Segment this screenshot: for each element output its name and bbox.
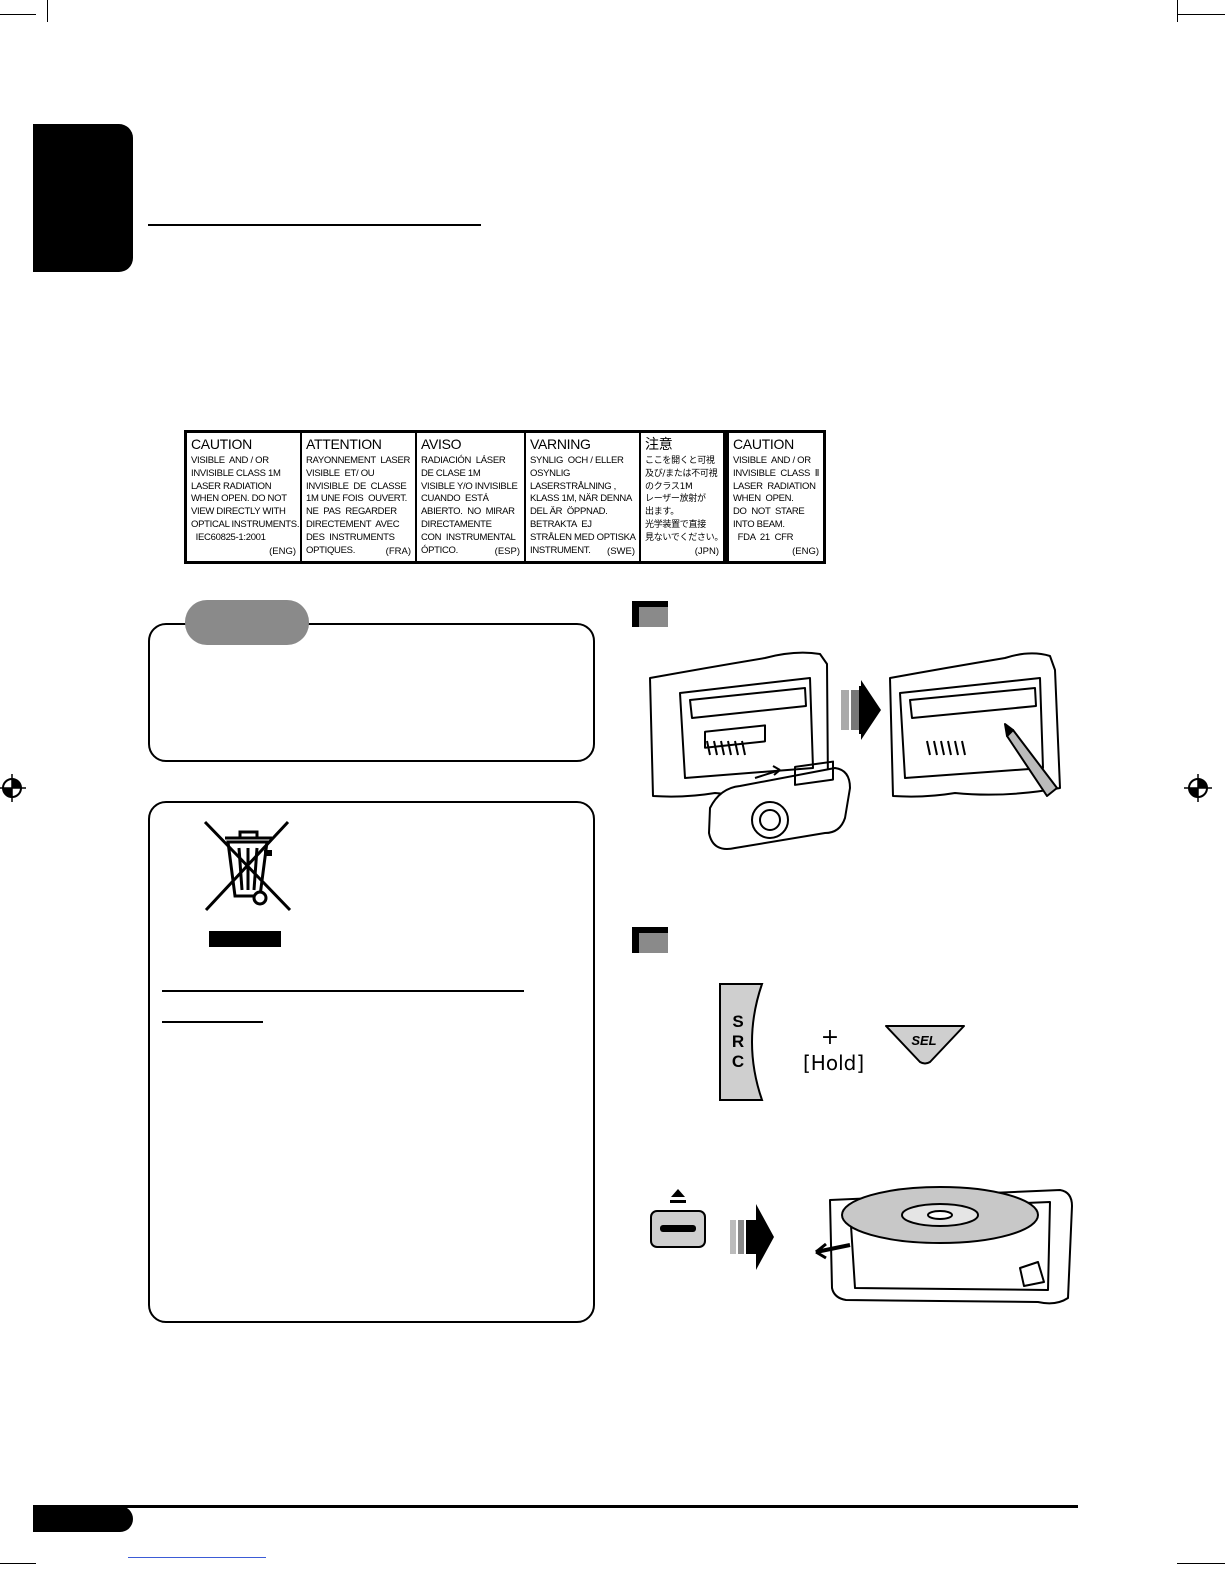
panel-heading: CAUTION — [733, 436, 794, 452]
label-panel: VARNING SYNLIG OCH / ELLER OSYNLIG LASER… — [526, 433, 641, 561]
page-number-pill — [33, 1506, 133, 1532]
laser-caution-label: CAUTION VISIBLE AND / OR INVISIBLE CLASS… — [184, 430, 826, 564]
panel-language-code: (FRA) — [385, 546, 411, 557]
title-underline — [148, 224, 481, 226]
panel-language-code: (ENG) — [792, 546, 819, 557]
panel-heading: ATTENTION — [306, 436, 382, 452]
panel-heading: 注意 — [645, 436, 673, 452]
plus-sign: + — [820, 1025, 840, 1050]
crossed-out-wheelie-bin-icon — [203, 820, 292, 912]
disc-eject-illustration — [815, 1186, 1073, 1305]
crop-mark — [0, 14, 36, 15]
language-tab — [33, 124, 133, 272]
label-panel: ATTENTION RAYONNEMENT LASER VISIBLE ET/ … — [302, 433, 417, 561]
arrow-right-icon — [730, 1204, 774, 1270]
sel-button[interactable] — [884, 1023, 966, 1065]
panel-heading: CAUTION — [191, 436, 252, 452]
weee-bar-mark — [209, 931, 281, 947]
label-panel: CAUTION VISIBLE AND / OR INVISIBLE CLASS… — [187, 433, 302, 561]
label-panel: AVISO RADIACIÓN LÁSER DE CLASE 1M VISIBL… — [417, 433, 526, 561]
crop-mark — [1177, 1563, 1225, 1564]
panel-body: ここを開くと可視 及び/または不可視 のクラス1M レーザー放射が 出ます。 光… — [645, 456, 724, 543]
crop-mark — [47, 0, 48, 22]
src-button[interactable] — [718, 982, 768, 1102]
step-marker-icon — [632, 927, 668, 953]
panel-body: VISIBLE AND / OR INVISIBLE CLASS 1M LASE… — [191, 455, 300, 543]
caution-box — [148, 623, 595, 762]
caution-box-tab — [185, 600, 309, 645]
section-underline — [162, 1021, 263, 1023]
label-panel: CAUTION VISIBLE AND / OR INVISIBLE CLASS… — [725, 433, 823, 561]
panel-body: RAYONNEMENT LASER VISIBLE ET/ OU INVISIB… — [306, 455, 411, 556]
src-letter: C — [731, 1052, 745, 1071]
label-panel: 注意 ここを開くと可視 及び/または不可視 のクラス1M レーザー放射が 出ます… — [641, 433, 725, 561]
panel-heading: AVISO — [421, 436, 462, 452]
crop-mark — [0, 1563, 36, 1564]
panel-language-code: (ENG) — [269, 546, 296, 557]
footer-rule — [33, 1505, 1078, 1508]
hold-label: [Hold] — [803, 1051, 865, 1075]
panel-language-code: (ESP) — [494, 546, 520, 557]
step-marker-icon — [632, 601, 668, 627]
section-underline — [162, 990, 524, 992]
panel-body: RADIACIÓN LÁSER DE CLASE 1M VISIBLE Y/O … — [421, 455, 518, 556]
panel-heading: VARNING — [530, 436, 591, 452]
src-letter: S — [732, 1012, 744, 1031]
crop-mark — [1177, 0, 1178, 22]
src-button-label: S R C — [723, 1012, 753, 1072]
panel-language-code: (SWE) — [607, 546, 635, 557]
crop-mark — [1177, 14, 1225, 15]
registration-mark-icon — [1184, 774, 1212, 802]
src-letter: R — [731, 1032, 745, 1051]
sel-button-label: SEL — [911, 1033, 937, 1048]
panel-language-code: (JPN) — [694, 546, 719, 557]
detach-panel-illustration — [649, 651, 1061, 850]
footer-link-underline — [128, 1557, 266, 1558]
panel-body: SYNLIG OCH / ELLER OSYNLIG LASERSTRÅLNIN… — [530, 455, 636, 556]
eject-button[interactable] — [648, 1187, 708, 1251]
registration-mark-icon — [0, 774, 26, 802]
disposal-info-box — [148, 801, 595, 1323]
panel-body: VISIBLE AND / OR INVISIBLE CLASS Ⅱ LASER… — [733, 455, 820, 543]
